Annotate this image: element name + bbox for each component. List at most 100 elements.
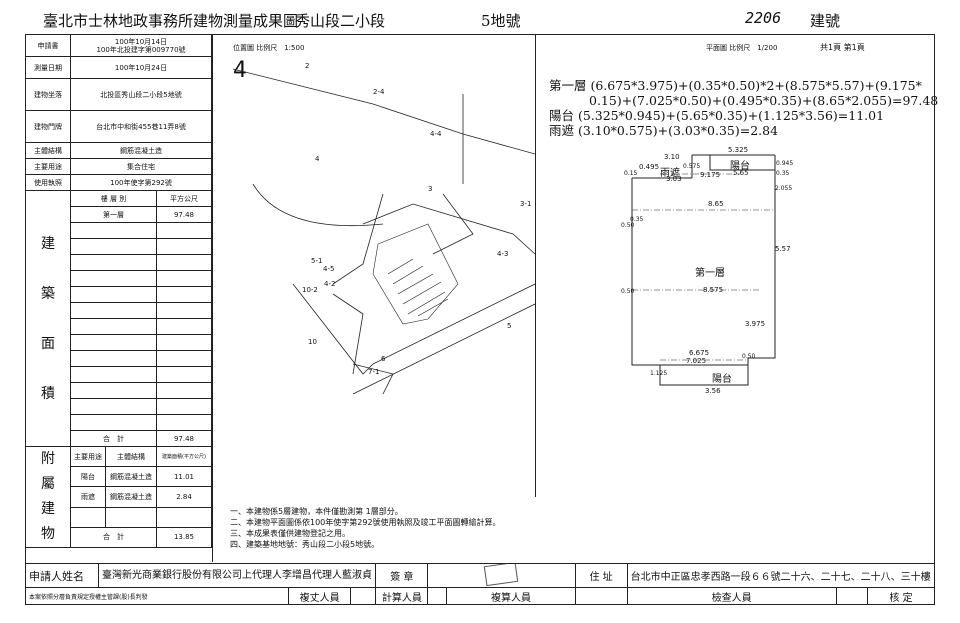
applicant-value: 臺灣新光商業銀行股份有限公司上代理人李增昌代理人藍淑貞 [97,563,377,588]
empty-row [70,382,157,399]
area-char-1: 建 [41,235,55,252]
dim-035-left: 0.35 [630,216,644,223]
application-value: 100年10月14日 100年北投建字第009770號 [70,34,212,57]
dim-865: 8.65 [708,200,724,208]
approval-label: 核 定 [867,587,935,605]
license-label: 使用執照 [25,174,71,191]
annex-use-header: 主要用途 [70,445,106,468]
empty-cell [156,506,212,528]
parcel-label: 10-2 [302,286,318,294]
left-panel-divider [212,34,213,562]
formula-canopy: 雨遮 (3.10*0.575)+(3.03*0.35)=2.84 [549,123,779,138]
dim-035-top: 0.35 [776,170,790,177]
annex-row-use: 陽台 [70,466,106,488]
parcel-label: 4-3 [497,250,509,258]
dim-356: 3.56 [705,387,721,395]
parcel-label: 2 [305,62,310,70]
empty-cell [156,334,212,351]
hatch-line [392,265,424,285]
area-char-2: 築 [41,285,55,302]
location-label: 建物坐落 [25,78,71,111]
area-char-3: 面 [41,335,55,352]
floor-column-header: 樓 層 別 [70,190,157,207]
position-map [232,68,535,395]
dim-7025: 7.025 [686,357,707,365]
annex-structure-header: 主體結構 [105,445,157,468]
seal-stamp-icon [484,564,519,587]
annex-char-4: 物 [41,526,55,542]
application-number: 100年北投建字第009770號 [96,45,186,54]
use-value: 集合住宅 [70,158,212,175]
parcel-boundary [332,193,384,285]
reviewer-label: 複算人員 [446,587,576,605]
survey-date-label: 測量日期 [25,56,71,79]
area-total-label: 合 計 [70,430,157,447]
building-outline [372,223,459,325]
hatch-line [417,298,449,317]
area-char-4: 積 [41,385,55,402]
balcony-bottom-outline [659,365,749,386]
parcel-label: 7-1 [368,368,380,376]
location-value: 北投區秀山段二小段5地號 [70,78,212,111]
applicant-label: 申請人姓名 [25,563,99,588]
empty-row [70,238,157,255]
empty-cell [156,286,212,303]
empty-cell [156,366,212,383]
use-label: 主要用途 [25,158,71,175]
empty-row [70,334,157,351]
hatch-line [407,291,446,315]
floor-row-area: 97.48 [156,206,212,223]
empty-row [70,398,157,415]
floor-row-name: 第一層 [70,206,157,223]
parcel-label: 3-1 [520,200,532,208]
annex-vertical-label: 附 屬 建 物 [25,446,71,548]
applicant-agents: 上代理人李增昌代理人藍淑貞 [242,569,372,581]
building-number-label: 建號 [810,12,841,30]
annex-area-header: 建築面積(平方公尺) [156,445,212,468]
parcel-label: 4-5 [323,265,335,273]
applicant-company: 臺灣新光商業銀行股份有限公司 [102,569,242,581]
dim-303: 3.03 [666,175,682,183]
annex-row-area: 2.84 [156,486,212,508]
dim-310: 3.10 [664,153,680,161]
seal-label: 簽 章 [375,563,429,588]
surveyor-value [350,587,377,605]
seal-box [427,563,576,588]
parcel-label: 2-4 [373,88,385,96]
annex-char-3: 建 [41,501,55,517]
document-title: 臺北市士林地政事務所建物測量成果圖 [43,12,299,30]
address-label: 住 址 [574,563,628,588]
parcel-boundary [332,293,364,375]
empty-row [70,414,157,431]
hatch-line [387,258,414,275]
parcel-label: 10 [308,338,317,346]
formula-first-floor-cont: 0.15)+(7.025*0.50)+(0.495*0.35)+(8.65*2.… [589,93,939,108]
road-boundary [372,283,535,365]
dim-0575: 0.575 [683,163,701,170]
structure-value: 鋼筋混凝土造 [70,142,212,159]
annex-row-area: 11.01 [156,466,212,488]
handwritten-building-number: 2206 [745,9,782,27]
road-boundary [352,303,535,395]
canopy-label: 雨遮 [660,168,680,179]
empty-row [70,286,157,303]
empty-cell [70,506,106,528]
section-name: 秀山段二小段 [295,12,386,30]
empty-cell [156,350,212,367]
annex-total-value: 13.85 [156,526,212,549]
address-label: 建物門牌 [25,110,71,143]
top-balcony-label: 陽台 [730,161,750,172]
empty-cell [156,398,212,415]
note-4: 四、建築基地地號：秀山段二小段5地號。 [230,540,380,549]
address-value: 台北市中正區忠孝西路一段６６號二十六、二十七、二十八、三十樓 [626,563,936,588]
license-value: 100年使字第292號 [70,174,212,191]
position-map-scale: 位置圖 比例尺 1:500 [233,44,305,52]
empty-row [70,302,157,319]
checker-value [835,587,869,605]
note-1: 一、本建物係5層建物，本件僅勘測第 1層部分。 [230,507,403,516]
plan-outline [631,155,776,366]
bottom-balcony-label: 陽台 [712,374,732,385]
parcel-boundary [352,363,394,395]
empty-cell [156,222,212,239]
formula-balcony: 陽台 (5.325*0.945)+(5.65*0.35)+(1.125*3.56… [549,108,885,123]
